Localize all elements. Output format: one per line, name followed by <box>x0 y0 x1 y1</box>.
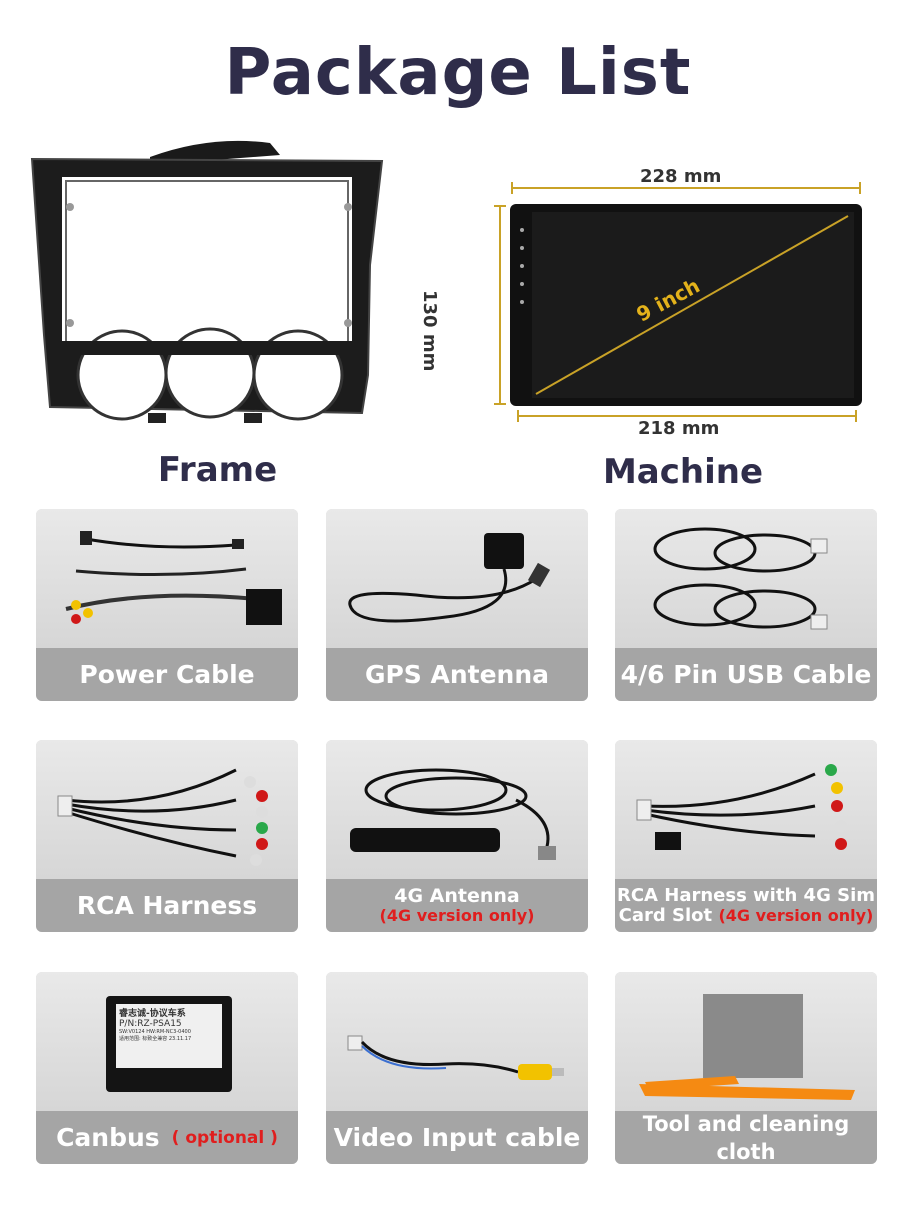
4g-antenna-note: (4G version only) <box>379 905 535 925</box>
frame-image <box>30 135 390 425</box>
item-4g-antenna: 4G Antenna (4G version only) <box>326 740 588 932</box>
rca-harness-4g-label-line2: Card Slot <box>618 904 713 926</box>
rca-harness-4g-label-line2-wrap: Card Slot (4G version only) <box>618 904 874 926</box>
canbus-sticker-line2: P/N:RZ-PSA15 <box>119 1019 182 1029</box>
item-canbus: 睿志诚-协议车系 P/N:RZ-PSA15 SW:V0124 HW:RM-NC3… <box>36 972 298 1164</box>
4g-antenna-image <box>326 740 588 879</box>
rca-harness-4g-image <box>615 740 877 879</box>
usb-cable-label: 4/6 Pin USB Cable <box>620 659 872 689</box>
tool-cloth-image <box>615 972 877 1111</box>
rca-harness-4g-label-line1: RCA Harness with 4G Sim <box>616 884 875 906</box>
machine-image <box>470 160 890 450</box>
frame-caption: Frame <box>157 450 278 490</box>
item-usb-cable: 4/6 Pin USB Cable <box>615 509 877 701</box>
canbus-sticker-line1: 睿志诚-协议车系 <box>119 1009 186 1019</box>
item-gps-antenna: GPS Antenna <box>326 509 588 701</box>
power-cable-image <box>36 509 298 648</box>
item-power-cable: Power Cable <box>36 509 298 701</box>
usb-cable-image <box>615 509 877 648</box>
canbus-image: 睿志诚-协议车系 P/N:RZ-PSA15 SW:V0124 HW:RM-NC3… <box>36 972 298 1111</box>
gps-antenna-image <box>326 509 588 648</box>
power-cable-label: Power Cable <box>79 659 255 689</box>
canbus-sticker-line3: SW:V0124 HW:RM-NC3-0400 <box>119 1029 191 1035</box>
video-input-cable-image <box>326 972 588 1111</box>
canbus-sticker-line4: 适用范围: 标致全兼容 23.11.17 <box>119 1036 192 1042</box>
item-rca-harness-4g: RCA Harness with 4G Sim Card Slot (4G ve… <box>615 740 877 932</box>
item-rca-harness: RCA Harness <box>36 740 298 932</box>
rca-harness-image <box>36 740 298 879</box>
tool-cloth-label: Tool and cleaning cloth <box>642 1111 850 1164</box>
gps-antenna-label: GPS Antenna <box>364 659 550 689</box>
machine-width-top: 228 mm <box>640 166 722 187</box>
item-tool-cloth: Tool and cleaning cloth <box>615 972 877 1164</box>
canbus-sticker: 睿志诚-协议车系 P/N:RZ-PSA15 SW:V0124 HW:RM-NC3… <box>116 1004 222 1068</box>
4g-antenna-label: 4G Antenna <box>394 884 520 907</box>
item-video-input-cable: Video Input cable <box>326 972 588 1164</box>
machine-width-bottom: 218 mm <box>638 418 720 439</box>
rca-harness-4g-note: (4G version only) <box>718 905 874 925</box>
canbus-note: ( optional ) <box>171 1127 278 1148</box>
machine-caption: Machine <box>602 452 764 492</box>
rca-harness-label: RCA Harness <box>76 890 258 920</box>
video-input-cable-label: Video Input cable <box>333 1122 581 1152</box>
canbus-box: 睿志诚-协议车系 P/N:RZ-PSA15 SW:V0124 HW:RM-NC3… <box>106 996 232 1092</box>
canbus-label: Canbus <box>56 1122 160 1152</box>
machine-height: 130 mm <box>419 290 440 372</box>
page-title: Package List <box>224 36 692 110</box>
